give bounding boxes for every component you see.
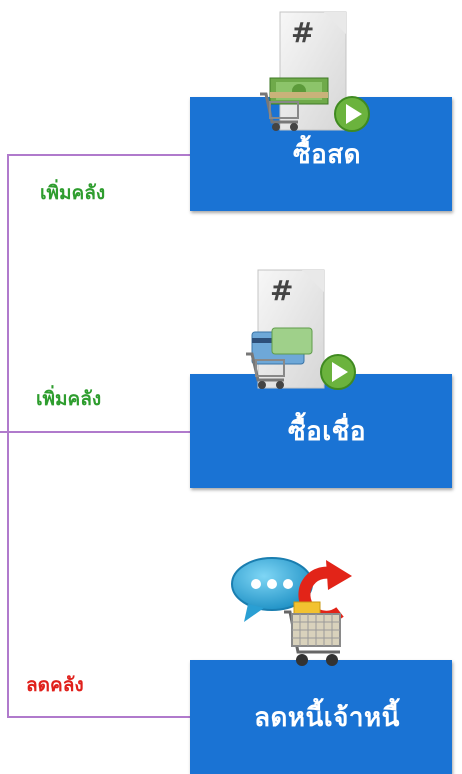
- node-label: ลดหนี้เจ้าหนี้: [254, 702, 400, 733]
- node-label: ซื้อสด: [292, 139, 361, 170]
- svg-text:#: #: [291, 16, 314, 49]
- node-label: ซื้อเชื่อ: [288, 416, 366, 447]
- card-cart-play-icon: #: [246, 269, 356, 390]
- return-chat-cart-icon: [231, 557, 352, 666]
- cash-cart-play-icon: #: [260, 11, 370, 132]
- connector-bracket-line: [7, 154, 190, 718]
- node-credit-purchase[interactable]: ซื้อเชื่อ: [190, 374, 452, 488]
- side-label-increase-2: เพิ่มคลัง: [36, 388, 102, 410]
- side-label-decrease: ลดคลัง: [26, 674, 84, 696]
- side-label-increase-1: เพิ่มคลัง: [40, 182, 106, 204]
- node-creditor-debt-reduction[interactable]: ลดหนี้เจ้าหนี้: [190, 660, 452, 774]
- svg-text:#: #: [270, 274, 293, 307]
